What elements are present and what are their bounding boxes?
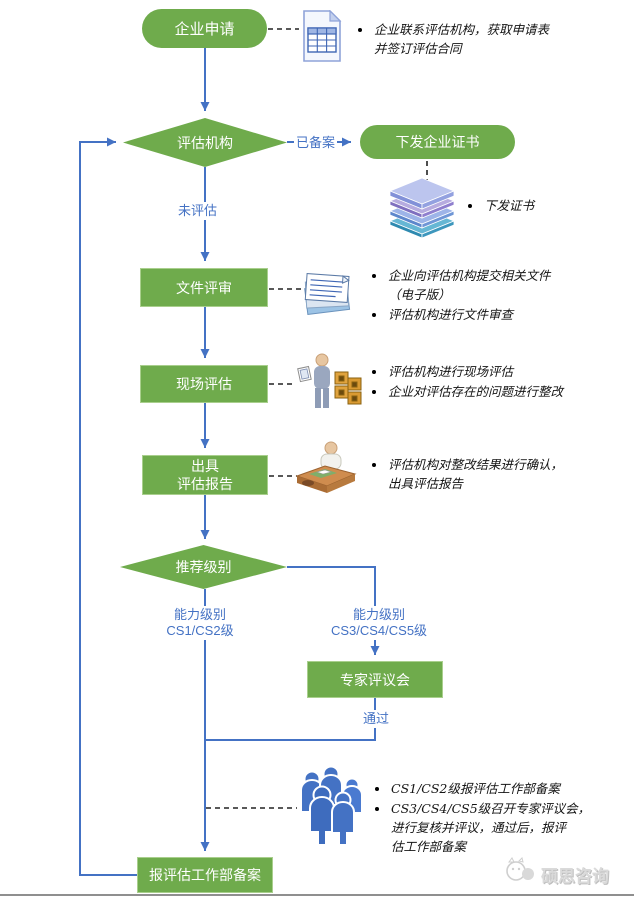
node-site-assessment: 现场评估 bbox=[140, 365, 268, 403]
annotation-line: 企业对评估存在的问题进行整改 bbox=[388, 384, 564, 399]
node-issue-report: 出具 评估报告 bbox=[142, 455, 268, 495]
node-issue-certificate: 下发企业证书 bbox=[360, 125, 515, 159]
brand-logo-icon bbox=[506, 857, 534, 881]
list-item: 下发证书 bbox=[468, 196, 534, 215]
node-expert-panel: 专家评议会 bbox=[307, 661, 443, 698]
annotation-line: 评估机构进行文件审查 bbox=[388, 307, 514, 322]
annotation-filing: CS1/CS2级报评估工作部备案 CS3/CS4/CS5级召开专家评议会， 进行… bbox=[375, 779, 590, 857]
node-filing: 报评估工作部备案 bbox=[137, 857, 273, 893]
node-issue-report-line2: 评估报告 bbox=[177, 476, 233, 492]
node-start: 企业申请 bbox=[142, 9, 267, 48]
annotation-line: 估工作部备案 bbox=[391, 839, 467, 854]
bullet-icon bbox=[372, 313, 376, 317]
list-item: 企业对评估存在的问题进行整改 bbox=[372, 382, 563, 401]
label-registered: 已备案 bbox=[294, 134, 338, 152]
auditor-with-records-icon bbox=[297, 353, 362, 408]
spreadsheet-document-icon bbox=[303, 10, 342, 62]
annotation-line: CS1/CS2级报评估工作部备案 bbox=[391, 781, 560, 796]
label-cs3-cs4-cs5: 能力级别 CS3/CS4/CS5级 bbox=[317, 606, 441, 640]
annotation-line: 评估机构进行现场评估 bbox=[388, 364, 514, 379]
annotation-cert: 下发证书 bbox=[468, 196, 534, 216]
label-pass: 通过 bbox=[361, 710, 392, 728]
label-cs1-cs2-line1: 能力级别 bbox=[173, 607, 226, 622]
annotation-site: 评估机构进行现场评估 企业对评估存在的问题进行整改 bbox=[372, 362, 563, 402]
annotation-line: 进行复核并评议，通过后，报评 bbox=[391, 820, 567, 835]
annotation-line: 企业联系评估机构，获取申请表 bbox=[374, 22, 550, 37]
annotation-report: 评估机构对整改结果进行确认， 出具评估报告 bbox=[372, 455, 563, 494]
list-item: CS3/CS4/CS5级召开专家评议会， 进行复核并评议，通过后，报评 估工作部… bbox=[375, 799, 590, 856]
bullet-icon bbox=[468, 204, 472, 208]
label-cs1-cs2-line2: CS1/CS2级 bbox=[166, 623, 234, 638]
bullet-icon bbox=[375, 807, 379, 811]
list-item: 评估机构进行现场评估 bbox=[372, 362, 563, 381]
list-item: 企业向评估机构提交相关文件 （电子版） bbox=[372, 266, 551, 304]
label-cs3-cs4-cs5-line2: CS3/CS4/CS5级 bbox=[330, 623, 428, 638]
document-stack-icon bbox=[304, 273, 351, 316]
annotation-line: （电子版） bbox=[388, 287, 451, 302]
node-issue-report-line1: 出具 bbox=[191, 458, 219, 474]
annotation-line: CS3/CS4/CS5级召开专家评议会， bbox=[391, 801, 591, 816]
bullet-icon bbox=[372, 390, 376, 394]
annotation-apply: 企业联系评估机构，获取申请表 并签订评估合同 bbox=[358, 20, 549, 59]
label-cs3-cs4-cs5-line1: 能力级别 bbox=[352, 607, 405, 622]
label-cs1-cs2: 能力级别 CS1/CS2级 bbox=[142, 606, 258, 640]
annotation-line: 出具评估报告 bbox=[388, 476, 464, 491]
annotation-line: 评估机构对整改结果进行确认， bbox=[388, 457, 564, 472]
assessor-at-desk-icon bbox=[295, 441, 357, 493]
bullet-icon bbox=[372, 370, 376, 374]
bullet-icon bbox=[375, 787, 379, 791]
bullet-icon bbox=[372, 463, 376, 467]
list-item: 评估机构进行文件审查 bbox=[372, 305, 551, 324]
label-not-assessed: 未评估 bbox=[176, 202, 220, 220]
annotation-line: 企业向评估机构提交相关文件 bbox=[388, 268, 551, 283]
watermark-brand: 硕思咨询 bbox=[541, 867, 609, 886]
list-item: CS1/CS2级报评估工作部备案 bbox=[375, 779, 590, 798]
list-item: 企业联系评估机构，获取申请表 并签订评估合同 bbox=[358, 20, 549, 58]
expert-committee-icon bbox=[300, 766, 363, 846]
edge-panel-merge bbox=[206, 698, 376, 741]
bullet-icon bbox=[372, 274, 376, 278]
edge-loopback bbox=[79, 137, 137, 876]
books-stack-icon bbox=[388, 178, 456, 238]
node-document-review: 文件评审 bbox=[140, 268, 268, 307]
bottom-divider bbox=[0, 894, 634, 896]
annotation-docs: 企业向评估机构提交相关文件 （电子版） 评估机构进行文件审查 bbox=[372, 266, 551, 325]
annotation-line: 下发证书 bbox=[484, 198, 535, 213]
annotation-line: 并签订评估合同 bbox=[374, 41, 462, 56]
bullet-icon bbox=[358, 28, 362, 32]
list-item: 评估机构对整改结果进行确认， 出具评估报告 bbox=[372, 455, 563, 493]
